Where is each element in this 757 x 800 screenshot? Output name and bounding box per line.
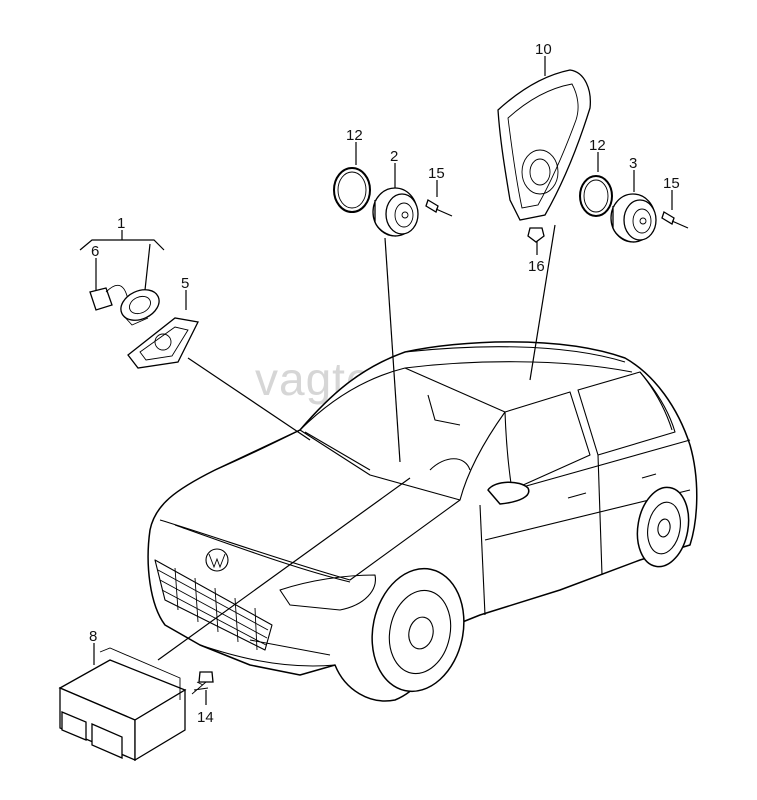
- hood: [159, 429, 461, 581]
- side-window-front: [504, 391, 591, 491]
- part-8-control-unit: [58, 647, 187, 762]
- label-14: 14: [197, 709, 214, 726]
- label-16: 16: [528, 258, 545, 275]
- leader-lines: [79, 56, 673, 705]
- part-6-connector: [89, 284, 129, 311]
- label-2: 2: [390, 148, 398, 165]
- part-10-door-panel: [497, 69, 591, 221]
- rear-wheel: [636, 486, 690, 568]
- label-12a: 12: [346, 127, 363, 144]
- label-1: 1: [117, 215, 125, 232]
- front-grille: [154, 559, 273, 651]
- label-3: 3: [629, 155, 637, 172]
- front-wheel: [371, 567, 465, 693]
- label-12b: 12: [589, 137, 606, 154]
- part-16-clip: [527, 227, 545, 243]
- part-15-screw-right: [661, 211, 689, 229]
- part-12-ring-right: [579, 175, 613, 217]
- part-3-speaker: [610, 193, 657, 243]
- label-5: 5: [181, 275, 189, 292]
- label-15b: 15: [663, 175, 680, 192]
- part-14-screw: [191, 671, 214, 695]
- callout-labels: 1 2 3 5 6 8 10 12 12 14 15 15 16: [89, 41, 680, 726]
- part-1-tweeter: [120, 289, 160, 326]
- label-15a: 15: [428, 165, 445, 182]
- part-2-speaker: [372, 187, 419, 237]
- car-illustration: [147, 341, 698, 702]
- part-15-screw-left: [425, 199, 453, 217]
- part-12-ring-left: [333, 167, 371, 213]
- label-10: 10: [535, 41, 552, 58]
- car-body: [147, 341, 698, 702]
- headlight: [279, 574, 376, 611]
- label-8: 8: [89, 628, 97, 645]
- label-6: 6: [91, 243, 99, 260]
- part-5-gasket: [127, 317, 199, 369]
- vw-emblem-icon: [205, 548, 229, 572]
- side-mirror: [487, 481, 530, 505]
- windshield: [299, 367, 506, 501]
